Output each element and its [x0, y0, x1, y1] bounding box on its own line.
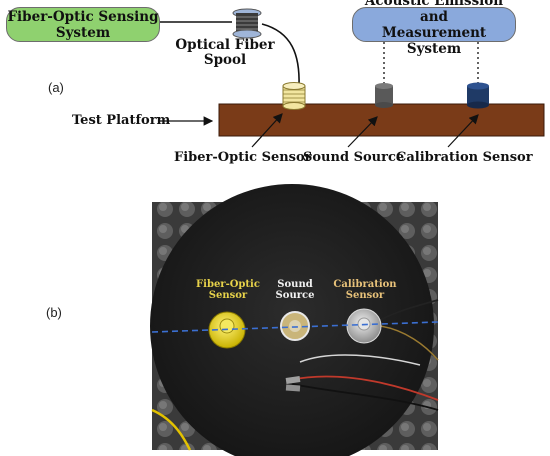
optical-fiber-spool-icon	[232, 8, 262, 39]
experiment-photo	[150, 184, 439, 456]
test-platform-label: Test Platform	[72, 113, 171, 128]
calibration-sensor-icon	[467, 82, 489, 109]
fiber-cable-to-sensor	[261, 23, 300, 87]
spool-label: Optical Fiber Spool	[175, 37, 275, 68]
arrow-calibration-sensor	[447, 114, 479, 148]
fiber-optic-sensor-label: Fiber-Optic Sensor	[174, 150, 312, 165]
photo-sound-source-label: Sound Source	[275, 279, 315, 301]
sound-source-label: Sound Source	[303, 150, 405, 165]
test-platform	[218, 103, 545, 137]
sound-source-icon	[375, 83, 393, 108]
photo-alignment-line	[151, 321, 439, 333]
arrow-fiber-optic-sensor	[251, 113, 283, 148]
figure-label-a: (a)	[48, 80, 64, 95]
fiber-optic-sensor-icon	[282, 82, 306, 110]
figure-label-b: (b)	[46, 305, 62, 320]
arrow-sound-source	[347, 116, 378, 148]
photo-fiber-optic-sensor-label: Fiber-Optic Sensor	[196, 279, 260, 301]
calibration-sensor-label: Calibration Sensor	[396, 150, 533, 165]
photo-calibration-sensor-label: Calibration Sensor	[333, 279, 397, 301]
sensing-system-box: Fiber-Optic Sensing System	[6, 7, 160, 42]
acoustic-system-box: Acoustic Emission and Measurement System	[352, 0, 516, 57]
